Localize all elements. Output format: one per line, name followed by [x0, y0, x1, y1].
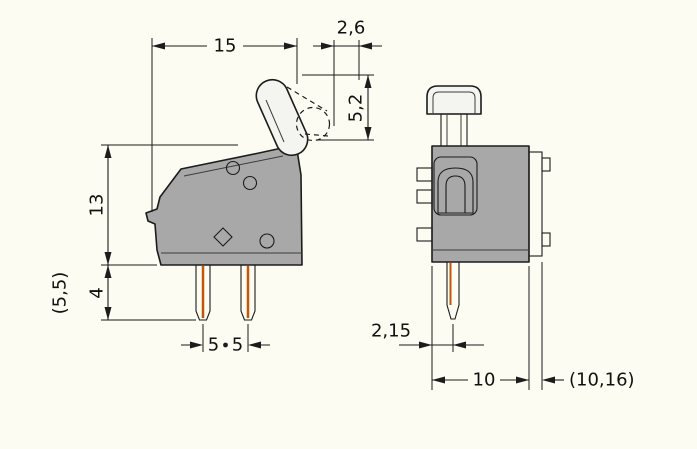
- dim-lever-travel: 5,2: [302, 74, 374, 141]
- lever-dashed-line-top: [286, 86, 328, 112]
- dim-label-pitch-b: 5: [232, 335, 243, 356]
- side-tab-lower: [541, 232, 551, 247]
- lever-dashed-line-bottom: [304, 133, 329, 137]
- dim-label-depth-alt: (10,16): [569, 370, 635, 391]
- push-button-stem: [440, 113, 468, 148]
- clamp-spring-orange: [437, 167, 474, 214]
- side-body-ridge: [183, 155, 284, 177]
- dim-label-front-width: 10: [473, 370, 496, 391]
- push-button-stem-lines: [446, 114, 462, 146]
- push-button-cap: [426, 85, 482, 115]
- dim-label-lever-travel: 5,2: [346, 94, 367, 123]
- dim-depth-alt: (10,16): [541, 262, 635, 391]
- contact-hole-upper: [225, 160, 241, 176]
- clamp-cavity: [433, 156, 478, 216]
- left-tab-2: [416, 189, 433, 204]
- dim-label-body-height: 13: [87, 194, 108, 217]
- dim-top-width: 15: [151, 36, 298, 212]
- marking-diamond: [213, 227, 233, 247]
- dim-pin-pitch: 5 5: [181, 324, 270, 356]
- front-body: [431, 145, 530, 263]
- push-button-cap-inner: [432, 91, 476, 114]
- solder-pin-left: [195, 264, 211, 321]
- left-tab-1: [416, 167, 433, 182]
- side-body: [145, 142, 303, 266]
- side-view: [145, 78, 331, 321]
- solder-pin-right: [240, 264, 256, 321]
- dim-label-top-width: 15: [214, 36, 237, 57]
- solder-pin-front: [446, 261, 460, 320]
- lever-slot-line: [265, 99, 285, 143]
- left-tab-3: [416, 227, 433, 242]
- front-body-side-strip: [528, 151, 543, 257]
- dim-label-pin-length: 4: [87, 287, 108, 298]
- dim-label-pin-length-alt: (5,5): [50, 272, 71, 315]
- dim-body-height: 13: [87, 144, 238, 266]
- operating-lever: [255, 78, 309, 157]
- lever-dashed-position: [295, 106, 331, 142]
- dim-pin-offset: 2,15: [371, 266, 484, 390]
- contact-hole-lower: [242, 175, 258, 191]
- dim-label-lever-offset: 2,6: [337, 18, 366, 39]
- front-view: [416, 85, 551, 320]
- dim-pin-length: 4 (5,5): [50, 265, 196, 321]
- dim-front-width: 10: [432, 266, 530, 391]
- dim-label-pitch-a: 5: [208, 335, 219, 356]
- clamp-spring-inner: [445, 175, 466, 214]
- dim-label-pin-offset: 2,15: [371, 321, 411, 342]
- side-tab-upper: [541, 157, 551, 172]
- dim-lever-offset: 2,6: [313, 18, 382, 126]
- test-hole: [259, 233, 275, 249]
